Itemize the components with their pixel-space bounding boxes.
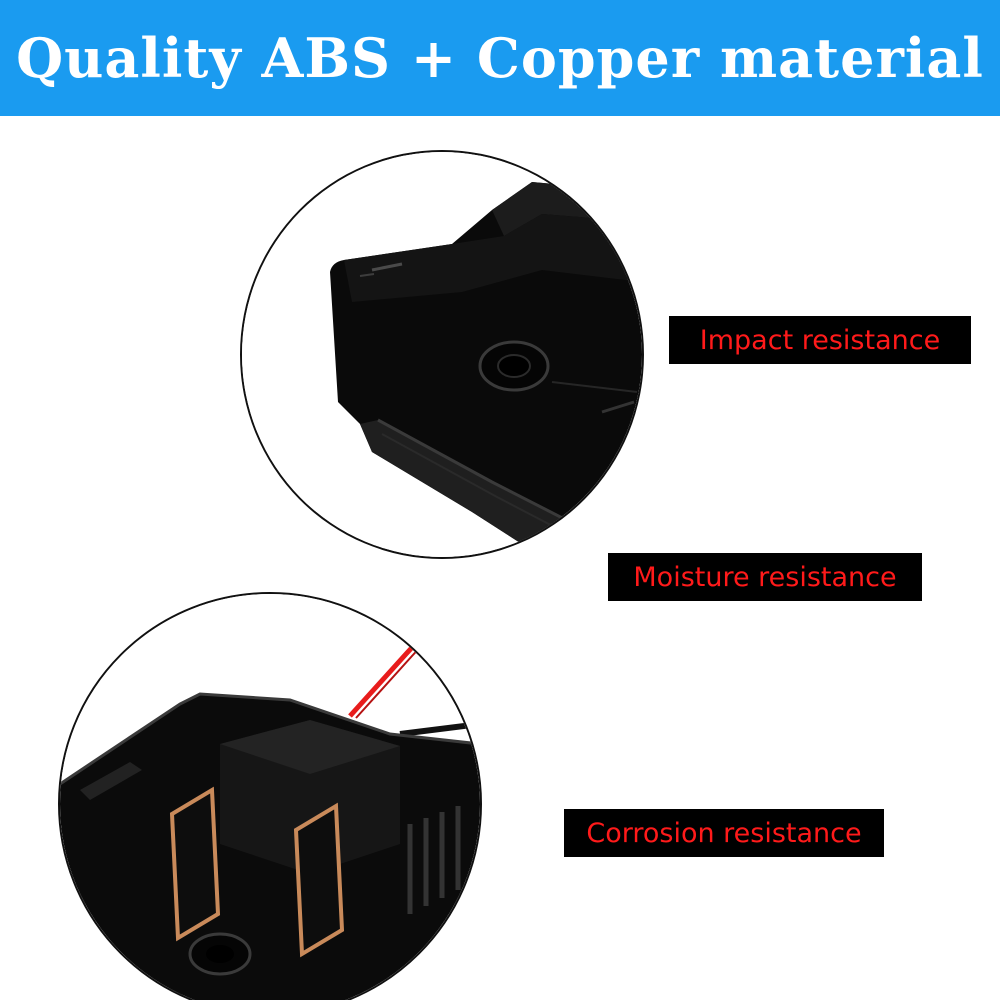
copper-terminal-illustration <box>60 594 480 1000</box>
banner-title: Quality ABS + Copper material <box>16 26 984 90</box>
abs-housing-illustration <box>242 152 642 557</box>
abs-housing-closeup-photo <box>240 150 644 559</box>
moisture-resistance-text: Moisture resistance <box>633 561 897 593</box>
impact-resistance-label: Impact resistance <box>669 316 971 364</box>
corrosion-resistance-text: Corrosion resistance <box>586 817 862 849</box>
moisture-resistance-label: Moisture resistance <box>608 553 922 601</box>
corrosion-resistance-label: Corrosion resistance <box>564 809 884 857</box>
header-banner: Quality ABS + Copper material <box>0 0 1000 116</box>
copper-terminal-closeup-photo <box>58 592 482 1000</box>
impact-resistance-text: Impact resistance <box>699 324 941 356</box>
